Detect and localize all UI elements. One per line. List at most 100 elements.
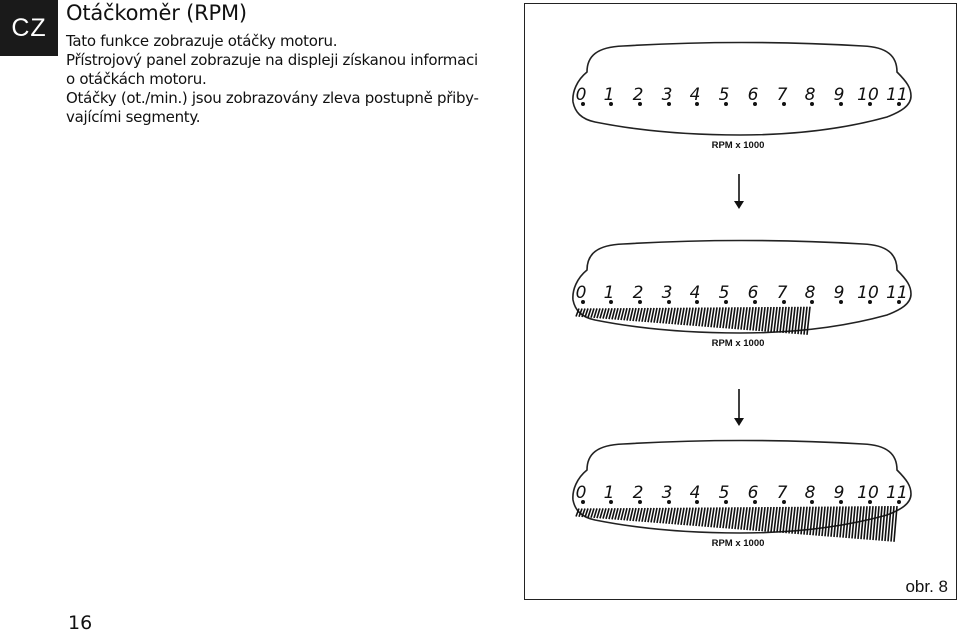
rpm-segment [875,506,880,541]
scale-label: 6 [748,85,759,105]
rpm-segment [686,507,691,526]
rpm-segment [884,506,889,542]
scale-dot [897,102,901,106]
rpm-segment [710,507,715,528]
rpm-segment [623,307,628,321]
rpm-segment [641,507,646,522]
scale-dot [868,300,872,304]
rpm-segment [773,306,778,333]
scale-dot [695,500,699,504]
rpm-segment [797,306,802,335]
rpm-segment [620,307,625,321]
rpm-segment [677,507,682,525]
rpm-segment [776,506,781,533]
rpm-segment [887,506,892,542]
rpm-segment [698,507,703,527]
scale-dot [695,300,699,304]
rpm-segment [815,506,820,536]
rpm-segment [893,505,898,542]
rpm-segment [845,506,850,539]
rpm-segment [704,507,709,527]
scale-label: 5 [719,483,730,503]
scale-dot [839,300,843,304]
rpm-segment [857,506,862,539]
rpm-segment [647,507,652,523]
scale-label: 9 [834,483,845,503]
scale-label: 10 [857,483,879,503]
rpm-segment [809,506,814,536]
scale-label: 5 [719,283,730,303]
rpm-segment [662,507,667,524]
rpm-segment [671,307,676,325]
rpm-segment [617,507,622,521]
rpm-segment [644,307,649,323]
scale-dot [667,500,671,504]
scale-dot [581,102,585,106]
rpm-segment [575,508,580,517]
rpm-segment [872,506,877,541]
rpm-segment [743,307,748,330]
rpm-segment [743,507,748,530]
scale-dot [609,500,613,504]
rpm-segment [752,307,757,331]
rpm-segment [656,507,661,524]
scale-label: 7 [777,483,788,503]
scale-dot [609,102,613,106]
scale-dot [782,500,786,504]
rpm-segment [626,307,631,321]
rpm-segment [629,507,634,521]
scale-dot [638,500,642,504]
rpm-segment [647,307,652,323]
rpm-segment [584,308,589,318]
rpm-segment [707,307,712,328]
scale-dot [581,300,585,304]
scale-label: 3 [662,283,673,303]
rpm-segment [779,506,784,533]
rpm-segment [740,307,745,330]
rpm-segment [599,508,604,519]
scale-dot [667,102,671,106]
scale-label: 10 [857,85,879,105]
rpm-segment [575,308,580,317]
rpm-segment [770,306,775,333]
scale-dot [638,300,642,304]
scale-label: 1 [604,483,615,503]
rpm-segment [593,308,598,319]
rpm-segment [695,507,700,527]
rpm-segment [767,506,772,532]
scale-label: 2 [633,85,644,105]
rpm-segment [635,507,640,522]
rpm-segment [851,506,856,539]
rpm-segment [626,507,631,521]
body-line: o otáčkách motoru. [66,70,207,88]
rpm-segment [710,307,715,328]
rpm-segment [590,308,595,318]
rpm-segment [578,308,583,318]
rpm-segment [644,507,649,523]
rpm-segment [593,508,598,519]
scale-dot [753,500,757,504]
scale-label: 4 [690,85,701,105]
rpm-segment [797,506,802,535]
rpm-segment [890,505,895,542]
scale-label: 4 [690,283,701,303]
rpm-segment [659,307,664,324]
rpm-segment [791,306,796,334]
rpm-segment [761,506,766,532]
rpm-segment [677,307,682,325]
rpm-segment [839,506,844,538]
rpm-segment [596,308,601,319]
scale-label: 6 [748,283,759,303]
rpm-segment [866,506,871,540]
page-number: 16 [68,612,93,634]
rpm-segment [683,307,688,326]
rpm-segment [752,507,757,531]
rpm-segment [836,506,841,538]
body-line: Tato funkce zobrazuje otáčky motoru. [66,32,338,50]
scale-dot [839,500,843,504]
rpm-segment [746,507,751,531]
rpm-segment [614,307,619,320]
rpm-segment [674,307,679,325]
scale-label: 3 [662,85,673,105]
scale-label: 9 [834,85,845,105]
